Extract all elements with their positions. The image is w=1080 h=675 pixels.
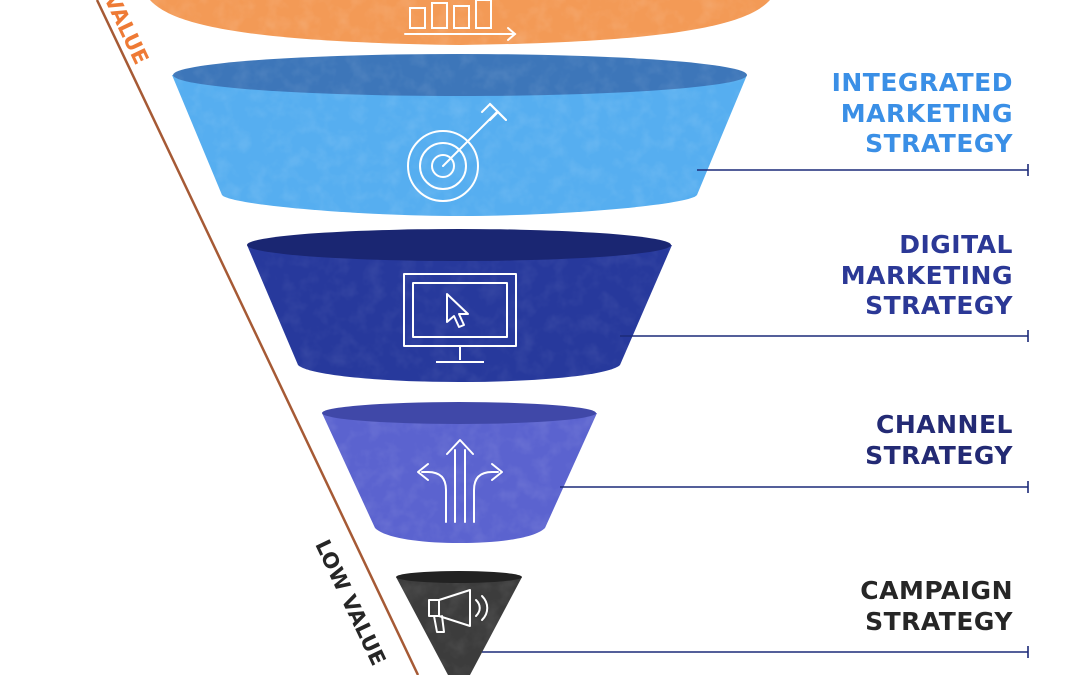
- label-integrated-marketing-strategy: INTEGRATED MARKETING STRATEGY: [831, 68, 1013, 158]
- bar-chart-icon: [404, 0, 517, 41]
- funnel-tier-digital-marketing-strategy: [247, 229, 672, 382]
- leader-lines: [482, 164, 1029, 658]
- funnel-tier-channel-strategy: [322, 402, 597, 543]
- label-campaign-strategy: CAMPAIGN STRATEGY: [860, 576, 1013, 636]
- megaphone-icon: [428, 589, 489, 633]
- split-arrows-icon: [417, 439, 503, 523]
- monitor-cursor-icon: [403, 273, 517, 363]
- funnel-tier-top-strategy: [150, 0, 770, 45]
- funnel-tier-integrated-marketing-strategy: [172, 54, 747, 216]
- value-axis-line: [95, 0, 420, 675]
- label-channel-strategy: CHANNEL STRATEGY: [865, 410, 1013, 470]
- target-arrow-icon: [407, 102, 507, 202]
- label-digital-marketing-strategy: DIGITAL MARKETING STRATEGY: [840, 230, 1013, 320]
- funnel-tier-campaign-strategy: [396, 571, 522, 675]
